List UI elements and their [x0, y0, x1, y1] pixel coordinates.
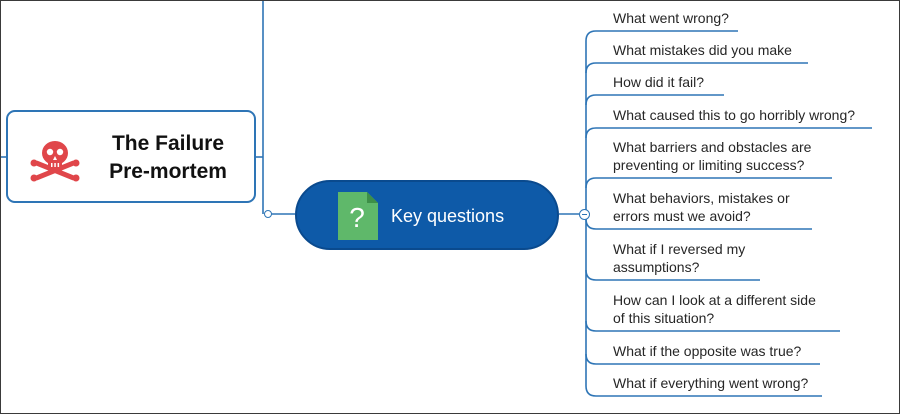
topic-title-line: Pre-mortem — [109, 160, 227, 183]
question-text-line: What caused this to go horribly wrong? — [613, 107, 856, 123]
skull-crossbones-icon — [30, 141, 80, 182]
question-item[interactable]: How can I look at a different side of thi… — [613, 291, 816, 327]
question-text-line: What if everything went wrong? — [613, 375, 809, 391]
question-item[interactable]: What if I reversed my assumptions? — [613, 240, 745, 276]
central-node-label: Key questions — [391, 206, 505, 226]
question-branch-line — [585, 269, 760, 281]
question-text-line: of this situation? — [613, 310, 715, 326]
question-text-line: How can I look at a different side — [613, 292, 816, 308]
collapse-branch-button[interactable] — [579, 209, 590, 220]
question-text-line: What if I reversed my — [613, 241, 746, 257]
question-text-line: What if the opposite was true? — [613, 343, 802, 359]
question-item[interactable]: What if the opposite was true? — [613, 342, 801, 360]
question-branch-line — [585, 94, 724, 106]
topic-title: The Failure Pre-mortem — [88, 130, 248, 186]
question-branch-line — [585, 353, 820, 365]
question-item[interactable]: What behaviors, mistakes or errors must w… — [613, 189, 790, 225]
topic-node-failure-premortem[interactable]: The Failure Pre-mortem — [6, 110, 256, 203]
question-text-line: preventing or limiting success? — [613, 157, 805, 173]
question-text-line: What behaviors, mistakes or — [613, 190, 790, 206]
question-item[interactable]: What caused this to go horribly wrong? — [613, 106, 855, 124]
question-branch-line — [585, 385, 822, 397]
question-document-icon: ? — [338, 192, 378, 240]
question-branch-line — [585, 62, 808, 74]
question-text-line: What mistakes did you make — [613, 42, 792, 58]
question-branch-line — [585, 30, 738, 42]
svg-text:?: ? — [349, 202, 365, 233]
question-branch-line — [585, 127, 872, 139]
question-text-line: What went wrong? — [613, 10, 729, 26]
question-branch-line — [585, 218, 812, 230]
branch-junction-dot — [264, 210, 272, 218]
question-text-line: assumptions? — [613, 259, 700, 275]
question-item[interactable]: How did it fail? — [613, 73, 704, 91]
topic-title-line: The Failure — [111, 132, 225, 155]
question-text-line: errors must we avoid? — [613, 208, 751, 224]
question-item[interactable]: What went wrong? — [613, 9, 729, 27]
question-text-line: What barriers and obstacles are — [613, 139, 812, 155]
question-item[interactable]: What mistakes did you make — [613, 41, 792, 59]
question-item[interactable]: What barriers and obstacles are preventin… — [613, 138, 811, 174]
central-node-key-questions[interactable]: ? Key questions — [295, 180, 559, 250]
question-text-line: How did it fail? — [613, 74, 705, 90]
question-branch-line — [585, 177, 832, 189]
question-branch-line — [585, 320, 840, 332]
question-item[interactable]: What if everything went wrong? — [613, 374, 808, 392]
